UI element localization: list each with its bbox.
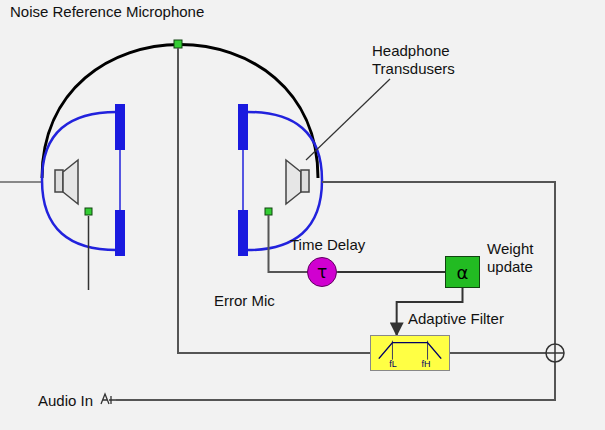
microphone-label-box: Noise Reference Microphone (10, 3, 330, 21)
left-earcup (42, 112, 121, 250)
audio-label-box: Audio In (38, 392, 100, 410)
weight-label: Weight update (487, 240, 533, 275)
transducer-label-box: Headphone Transdusers (372, 42, 472, 78)
ear-pad (238, 104, 248, 150)
speaker-wire (322, 182, 555, 344)
speaker-cone (286, 160, 301, 204)
ear-pad (115, 104, 125, 150)
reference-microphone (174, 40, 182, 48)
ear-pad (238, 210, 248, 256)
connector (337, 271, 445, 273)
weight-update-box: α (445, 256, 480, 288)
summing-cross (554, 344, 556, 362)
delay-label: Time Delay (290, 236, 365, 253)
node-text: fH (422, 359, 431, 369)
bandpass-symbol (371, 336, 449, 370)
audio-label: Audio In (38, 392, 93, 409)
error-mic-label-box: Error Mic (214, 292, 304, 310)
left-error-microphone (85, 208, 92, 215)
speaker-cone (63, 160, 78, 204)
speaker-magnet (55, 170, 63, 192)
filter-label: Adaptive Filter (408, 310, 504, 327)
audio-jack-symbol (101, 394, 116, 404)
speaker-magnet (301, 170, 309, 192)
transducer-label: Headphone Transdusers (372, 42, 455, 77)
node-text: fL (389, 359, 397, 369)
filter-output-wire (450, 352, 546, 354)
weight-label-box: Weight update (487, 240, 553, 276)
audio-wire (116, 362, 555, 400)
error-microphone (265, 208, 272, 215)
right-earcup (243, 112, 322, 250)
time-delay-circle: τ (307, 257, 337, 287)
right-earcup-inner (242, 150, 244, 210)
delay-label-box: Time Delay (290, 236, 390, 254)
left-cable (0, 181, 42, 183)
leader-line (306, 79, 390, 160)
reference-wire (178, 48, 370, 353)
summing-junction (546, 344, 564, 362)
error-mic-label: Error Mic (214, 292, 275, 309)
leader-line (88, 216, 90, 290)
filter-label-box: Adaptive Filter (408, 310, 538, 328)
microphone-label: Noise Reference Microphone (10, 3, 204, 20)
adaptive-filter-box: fL fH (370, 335, 450, 371)
node-text: α (457, 264, 469, 281)
left-earcup-inner (119, 150, 121, 210)
headband (42, 45, 318, 179)
node-text: τ (317, 264, 327, 281)
ear-pad (115, 210, 125, 256)
